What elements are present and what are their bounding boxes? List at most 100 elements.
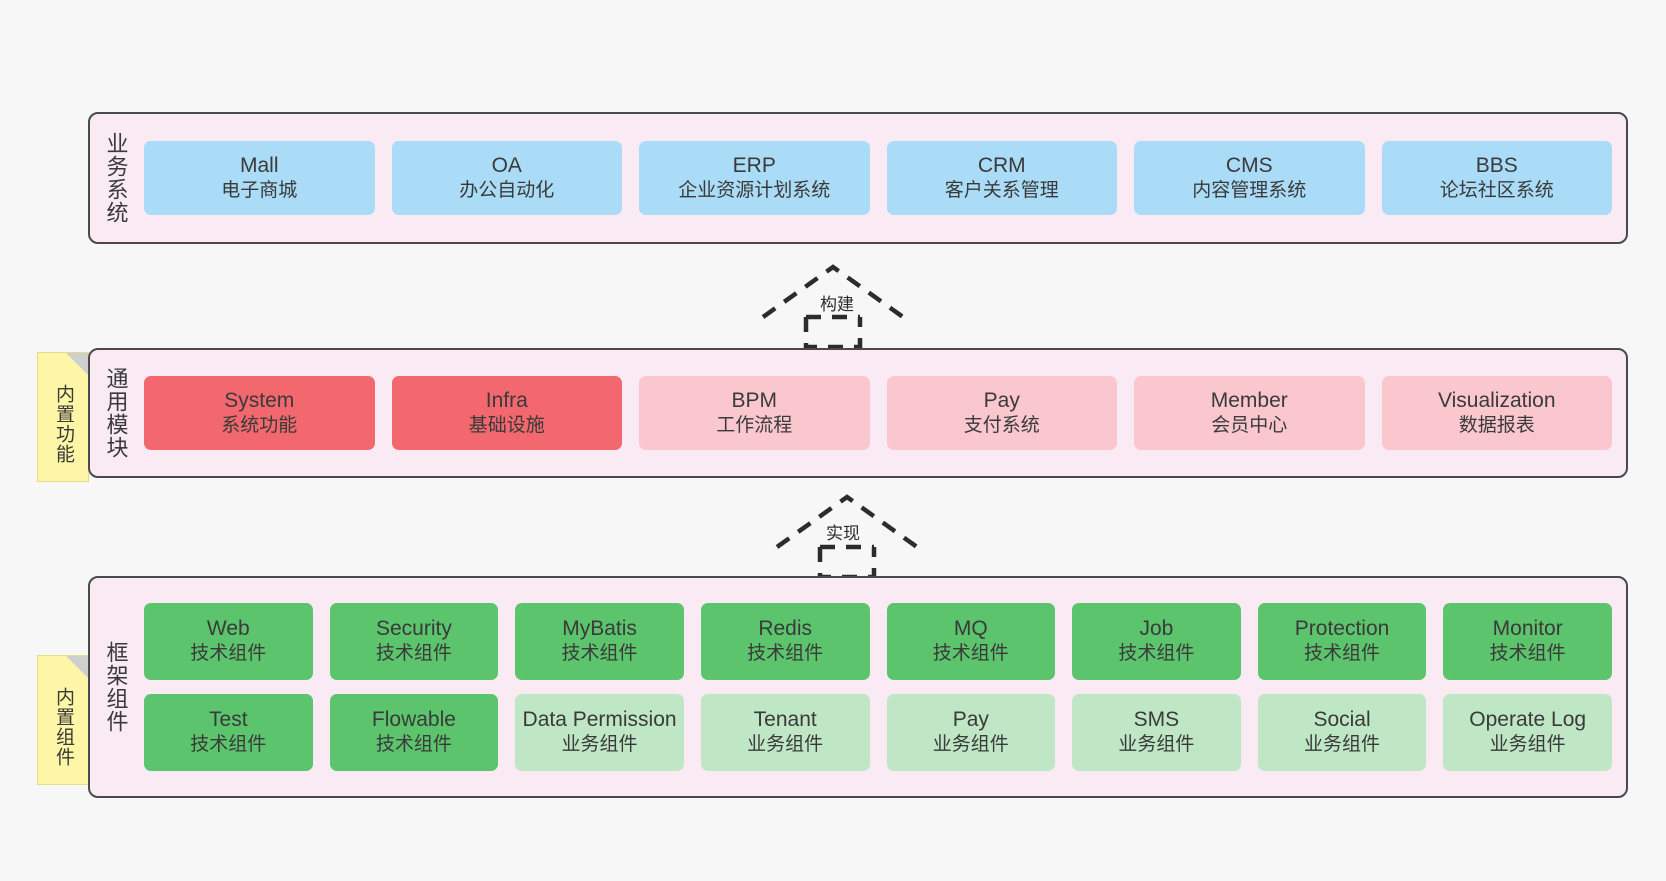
layer-title-common: 通用模块 <box>103 367 129 459</box>
card-title-en: Social <box>1313 708 1371 732</box>
card-title-cn: 业务组件 <box>1304 734 1381 756</box>
card-title-cn: 基础设施 <box>468 414 545 436</box>
card-title-en: BPM <box>731 388 777 412</box>
card-title-cn: 技术组件 <box>190 643 267 665</box>
card-title-cn: 业务组件 <box>932 734 1009 756</box>
card-title-en: Monitor <box>1492 617 1563 641</box>
card-title-cn: 技术组件 <box>1304 643 1381 665</box>
card-bpm[interactable]: BPM 工作流程 <box>639 376 870 450</box>
card-tenant[interactable]: Tenant 业务组件 <box>700 694 870 771</box>
card-title-en: Job <box>1139 617 1174 641</box>
card-monitor[interactable]: Monitor 技术组件 <box>1443 603 1612 680</box>
card-title-en: Redis <box>758 617 813 641</box>
card-title-en: Visualization <box>1437 388 1556 412</box>
card-oa[interactable]: OA 办公自动化 <box>391 141 622 215</box>
card-web[interactable]: Web 技术组件 <box>144 603 313 680</box>
layer-title-framework: 框架组件 <box>103 641 129 733</box>
card-title-en: Test <box>209 708 248 732</box>
card-title-cn: 业务组件 <box>1118 734 1195 756</box>
card-job[interactable]: Job 技术组件 <box>1072 603 1241 680</box>
sticky-note-builtin-features: 内置功能 <box>37 352 89 482</box>
card-title-cn: 技术组件 <box>932 643 1009 665</box>
card-member[interactable]: Member 会员中心 <box>1134 376 1365 450</box>
card-crm[interactable]: CRM 客户关系管理 <box>886 141 1117 215</box>
card-title-cn: 技术组件 <box>190 734 267 756</box>
card-title-cn: 企业资源计划系统 <box>678 179 831 201</box>
card-title-cn: 内容管理系统 <box>1192 179 1307 201</box>
card-title-en: CMS <box>1225 153 1273 177</box>
card-title-cn: 客户关系管理 <box>944 179 1059 201</box>
card-redis[interactable]: Redis 技术组件 <box>700 603 870 680</box>
card-visualization[interactable]: Visualization 数据报表 <box>1381 376 1612 450</box>
sticky-note-builtin-components: 内置组件 <box>37 655 89 785</box>
card-erp[interactable]: ERP 企业资源计划系统 <box>639 141 870 215</box>
card-infra[interactable]: Infra 基础设施 <box>391 376 622 450</box>
layer-framework-component: 框架组件 Web 技术组件 Security 技术组件 MyBatis 技术组件… <box>88 576 1628 798</box>
card-cms[interactable]: CMS 内容管理系统 <box>1134 141 1365 215</box>
card-title-cn: 会员中心 <box>1211 414 1288 436</box>
card-title-cn: 数据报表 <box>1458 414 1535 436</box>
card-security[interactable]: Security 技术组件 <box>329 603 499 680</box>
card-operate-log[interactable]: Operate Log 业务组件 <box>1443 694 1612 771</box>
card-title-cn: 办公自动化 <box>459 179 555 201</box>
card-protection[interactable]: Protection 技术组件 <box>1257 603 1427 680</box>
layer-business-system: 业务系统 Mall 电子商城 OA 办公自动化 ERP 企业资源计划系统 CRM <box>88 112 1628 244</box>
card-title-cn: 技术组件 <box>1489 643 1566 665</box>
card-title-en: OA <box>491 153 522 177</box>
card-title-en: Web <box>206 617 250 641</box>
card-title-en: Data Permission <box>522 708 677 732</box>
card-title-cn: 技术组件 <box>561 643 638 665</box>
card-title-en: SMS <box>1133 708 1180 732</box>
layer-common-module: 通用模块 System 系统功能 Infra 基础设施 BPM 工作流程 Pay <box>88 348 1628 478</box>
card-title-en: Infra <box>485 388 528 412</box>
card-pay-component[interactable]: Pay 业务组件 <box>886 694 1056 771</box>
card-title-en: MQ <box>953 617 988 641</box>
card-title-en: CRM <box>977 153 1026 177</box>
card-title-cn: 技术组件 <box>375 643 452 665</box>
card-title-cn: 技术组件 <box>747 643 824 665</box>
card-mall[interactable]: Mall 电子商城 <box>144 141 375 215</box>
connector-build-label: 构建 <box>820 295 854 314</box>
card-grid-business: Mall 电子商城 OA 办公自动化 ERP 企业资源计划系统 CRM 客户关系… <box>134 124 1612 232</box>
card-title-cn: 业务组件 <box>561 734 638 756</box>
card-title-en: Member <box>1210 388 1288 412</box>
card-mybatis[interactable]: MyBatis 技术组件 <box>515 603 684 680</box>
card-bbs[interactable]: BBS 论坛社区系统 <box>1381 141 1612 215</box>
card-title-cn: 工作流程 <box>716 414 793 436</box>
card-flowable[interactable]: Flowable 技术组件 <box>329 694 499 771</box>
card-row: System 系统功能 Infra 基础设施 BPM 工作流程 Pay 支付系统… <box>144 376 1612 450</box>
card-title-en: Mall <box>239 153 279 177</box>
card-title-en: Pay <box>952 708 989 732</box>
card-sms[interactable]: SMS 业务组件 <box>1072 694 1241 771</box>
card-grid-common: System 系统功能 Infra 基础设施 BPM 工作流程 Pay 支付系统… <box>134 360 1612 466</box>
card-title-cn: 技术组件 <box>375 734 452 756</box>
page-fold-icon <box>66 353 88 375</box>
connector-build-arrow <box>758 262 908 350</box>
card-title-cn: 系统功能 <box>221 414 298 436</box>
card-title-en: Tenant <box>753 708 817 732</box>
card-row: Test 技术组件 Flowable 技术组件 Data Permission … <box>144 694 1612 771</box>
card-mq[interactable]: MQ 技术组件 <box>886 603 1056 680</box>
card-data-permission[interactable]: Data Permission 业务组件 <box>515 694 684 771</box>
card-row: Web 技术组件 Security 技术组件 MyBatis 技术组件 Redi… <box>144 603 1612 680</box>
card-title-cn: 技术组件 <box>1118 643 1195 665</box>
card-title-en: Flowable <box>371 708 456 732</box>
card-social[interactable]: Social 业务组件 <box>1257 694 1427 771</box>
card-pay-module[interactable]: Pay 支付系统 <box>886 376 1117 450</box>
card-title-en: Security <box>376 617 452 641</box>
card-title-cn: 论坛社区系统 <box>1439 179 1554 201</box>
card-grid-framework: Web 技术组件 Security 技术组件 MyBatis 技术组件 Redi… <box>134 588 1612 786</box>
card-test[interactable]: Test 技术组件 <box>144 694 313 771</box>
sticky-note-label: 内置功能 <box>53 384 75 464</box>
card-title-cn: 支付系统 <box>963 414 1040 436</box>
connector-realize-label: 实现 <box>826 524 860 543</box>
card-title-en: Operate Log <box>1469 708 1587 732</box>
card-title-cn: 业务组件 <box>1489 734 1566 756</box>
card-title-en: ERP <box>732 153 776 177</box>
card-row: Mall 电子商城 OA 办公自动化 ERP 企业资源计划系统 CRM 客户关系… <box>144 141 1612 215</box>
page-fold-icon <box>66 656 88 678</box>
layer-title-business: 业务系统 <box>103 132 129 224</box>
card-system[interactable]: System 系统功能 <box>144 376 375 450</box>
card-title-en: BBS <box>1475 153 1518 177</box>
